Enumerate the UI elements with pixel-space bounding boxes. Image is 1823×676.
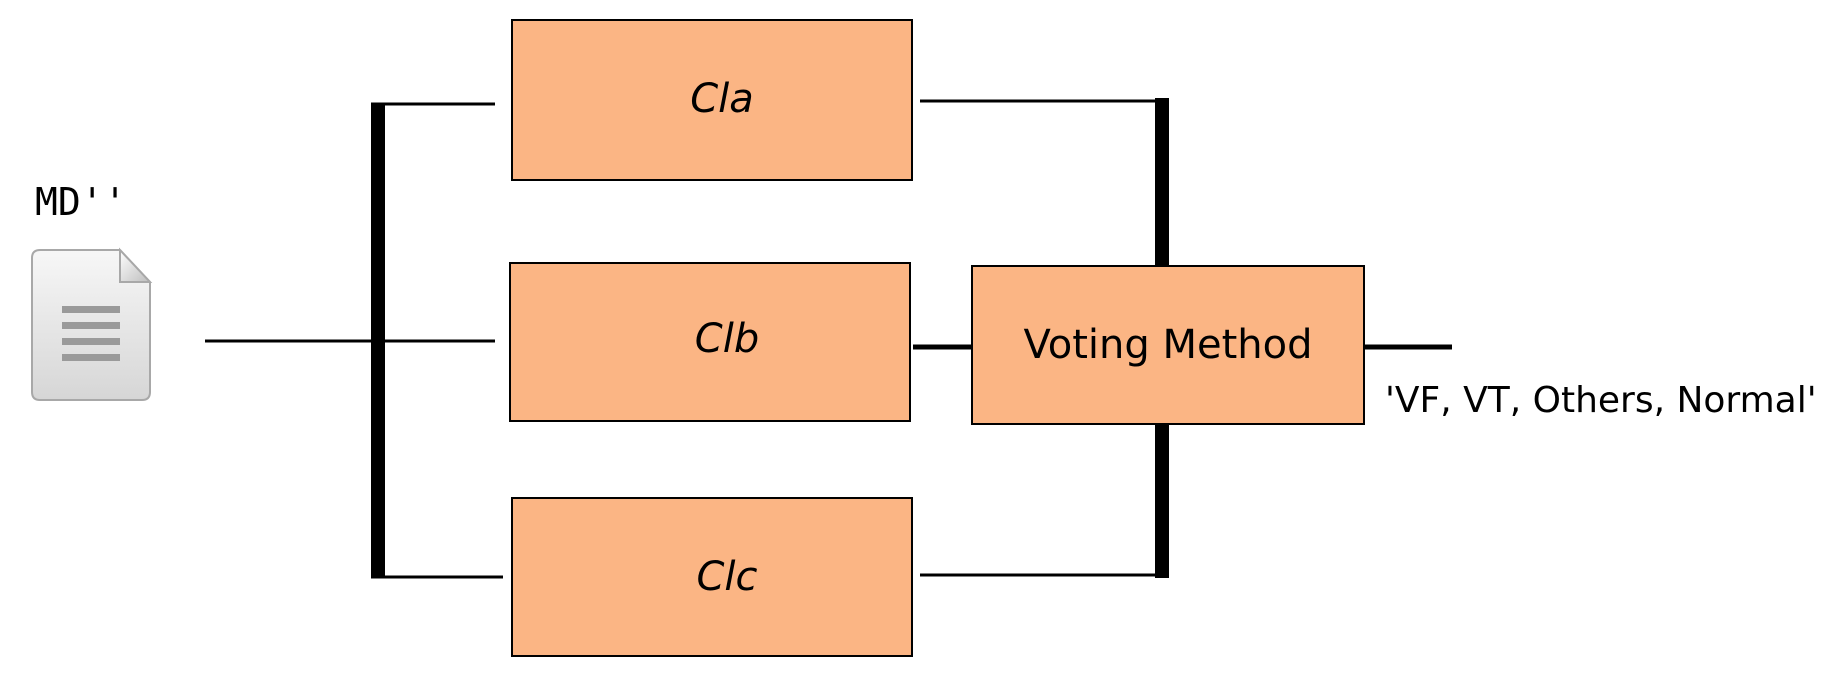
output-label: 'VF, VT, Others, Normal' [1385, 380, 1817, 421]
voting-method-box: Voting Method [971, 265, 1365, 425]
input-label: MD'' [35, 180, 127, 224]
document-icon [31, 247, 153, 401]
classifier-cla: Cla [511, 19, 913, 181]
voting-method-label: Voting Method [1023, 322, 1312, 368]
classifier-clc-label: Clc [696, 554, 757, 600]
classifier-clb: Clb [509, 262, 911, 422]
classifier-cla-label: Cla [690, 76, 754, 122]
classifier-clc: Clc [511, 497, 913, 657]
classifier-clb-label: Clb [695, 316, 759, 362]
